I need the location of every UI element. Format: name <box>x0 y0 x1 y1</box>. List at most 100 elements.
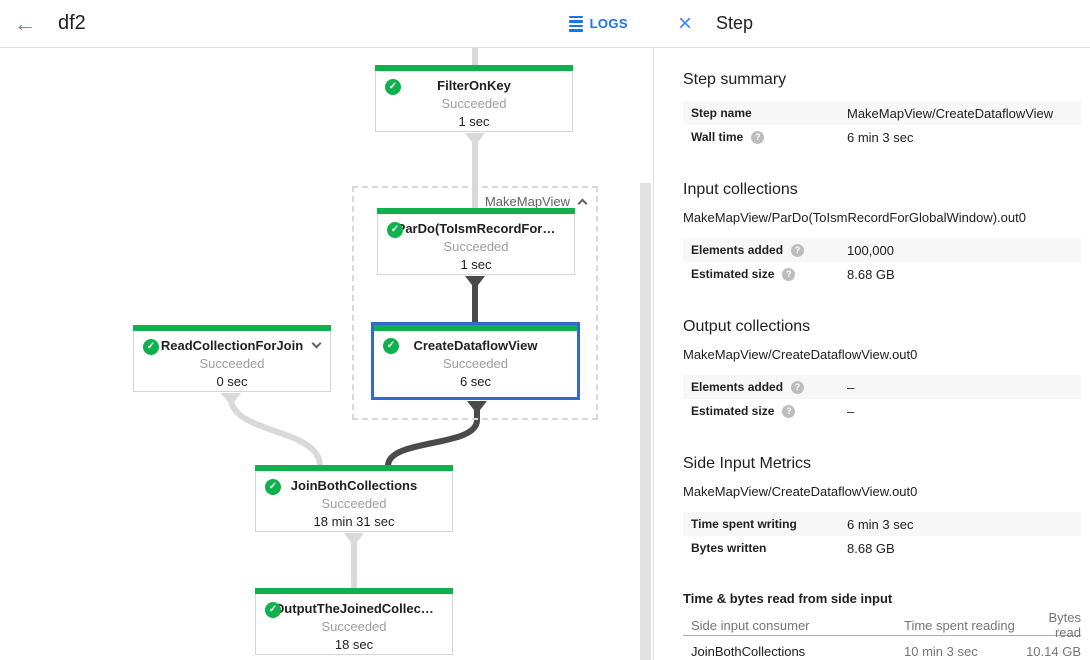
metric-row-step-name: Step name MakeMapView/CreateDataflowView <box>683 101 1081 125</box>
node-status: Succeeded <box>321 619 387 634</box>
help-icon[interactable]: ? <box>751 130 765 144</box>
time-spent-reading: 10 min 3 sec <box>904 644 978 659</box>
node-status: Succeeded <box>441 96 507 111</box>
node-title: FilterOnKey <box>437 78 511 93</box>
column-header: Side input consumer <box>691 617 810 633</box>
metric-row-elements-added: Elements added ? 100,000 <box>683 238 1081 262</box>
graph-node-outputthejoinedcollection[interactable]: ✓ OutputTheJoinedCollec… Succeeded 18 se… <box>255 588 453 655</box>
graph-node-readcollectionforjoin[interactable]: ✓ ReadCollectionForJoin Succeeded 0 sec <box>133 325 331 392</box>
metric-row-wall-time: Wall time ? 6 min 3 sec <box>683 125 1081 149</box>
close-icon[interactable]: × <box>678 9 693 37</box>
graph-node-pardo[interactable]: ✓ ParDo(ToIsmRecordFor… Succeeded 1 sec <box>377 208 575 275</box>
job-title: df2 <box>58 12 86 34</box>
metric-value: 8.68 GB <box>847 266 895 282</box>
step-details-panel: × Step Step summary Step name MakeMapVie… <box>654 0 1090 660</box>
node-status: Succeeded <box>442 356 509 371</box>
side-input-table: Side input consumer Time spent reading B… <box>683 610 1081 660</box>
node-status-bar <box>375 65 573 71</box>
graph-pane: ← df2 LOGS <box>0 0 654 660</box>
section-heading: Input collections <box>683 181 798 198</box>
section-step-summary: Step summary Step name MakeMapView/Creat… <box>683 70 1081 149</box>
succeeded-check-icon: ✓ <box>265 602 281 618</box>
graph-edges <box>221 48 487 589</box>
metric-row-time-spent-writing: Time spent writing 6 min 3 sec <box>683 512 1081 536</box>
help-icon[interactable]: ? <box>782 404 796 418</box>
node-status-bar <box>133 325 331 331</box>
metric-label: Wall time <box>691 130 744 144</box>
panel-body: Step summary Step name MakeMapView/Creat… <box>654 48 1090 660</box>
metric-row-bytes-written: Bytes written 8.68 GB <box>683 536 1081 560</box>
metric-value: 100,000 <box>847 242 894 258</box>
column-header: Bytes read <box>1048 610 1081 640</box>
metric-label: Step name <box>691 106 752 120</box>
metric-value: – <box>847 403 855 419</box>
help-icon[interactable]: ? <box>782 267 796 281</box>
logs-button[interactable]: LOGS <box>568 15 628 32</box>
section-heading: Side Input Metrics <box>683 455 812 472</box>
metric-label: Bytes written <box>691 541 767 555</box>
table-title: Time & bytes read from side input <box>683 591 893 606</box>
graph-node-joinbothcollections[interactable]: ✓ JoinBothCollections Succeeded 18 min 3… <box>255 465 453 532</box>
node-title: CreateDataflowView <box>413 338 538 353</box>
panel-header: × Step <box>654 0 1090 48</box>
node-status-bar <box>374 325 577 331</box>
help-icon[interactable]: ? <box>791 380 805 394</box>
arrowhead-filteronkey <box>465 133 485 146</box>
logs-list-icon <box>568 15 583 32</box>
column-header: Time spent reading <box>904 617 1015 633</box>
metric-value: 6 min 3 sec <box>847 129 914 145</box>
arrowhead-createdataflowview <box>467 401 487 414</box>
composite-group-makemapview: MakeMapView <box>352 186 598 420</box>
section-heading: Output collections <box>683 318 811 335</box>
edge-createdataflowview-join <box>385 406 480 467</box>
node-time: 18 sec <box>334 637 374 652</box>
collection-name: MakeMapView/CreateDataflowView.out0 <box>683 484 918 499</box>
succeeded-check-icon: ✓ <box>385 79 401 95</box>
metric-value: – <box>847 379 855 395</box>
collection-name: MakeMapView/ParDo(ToIsmRecordForGlobalWi… <box>683 210 1026 225</box>
metric-value: 8.68 GB <box>847 540 895 556</box>
metric-label: Estimated size <box>691 267 775 281</box>
metric-label: Estimated size <box>691 404 775 418</box>
succeeded-check-icon: ✓ <box>387 222 403 238</box>
metric-value: MakeMapView/CreateDataflowView <box>847 105 1054 121</box>
chevron-up-icon <box>577 198 588 209</box>
node-time: 18 min 31 sec <box>313 514 395 529</box>
succeeded-check-icon: ✓ <box>265 479 281 495</box>
arrowhead-pardo <box>465 276 485 289</box>
node-title: ParDo(ToIsmRecordFor… <box>396 221 556 236</box>
job-header: ← df2 LOGS <box>0 0 654 48</box>
pipeline-canvas: MakeMapView ✓ FilterOnKey Succeeded 1 se… <box>0 48 654 660</box>
panel-title: Step <box>716 13 754 33</box>
vertical-scrollbar[interactable] <box>640 183 651 660</box>
group-collapse-control[interactable]: MakeMapView <box>484 194 588 209</box>
node-time: 0 sec <box>216 374 248 389</box>
side-input-consumer: JoinBothCollections <box>691 644 806 659</box>
node-title: OutputTheJoinedCollec… <box>274 601 434 616</box>
section-side-input-read-table: Time & bytes read from side input Side i… <box>683 591 1081 660</box>
node-time: 1 sec <box>460 257 492 272</box>
metric-row-estimated-size: Estimated size ? – <box>683 399 1081 423</box>
arrowhead-readcollection <box>221 393 241 406</box>
node-time: 1 sec <box>458 114 490 129</box>
graph-node-filteronkey[interactable]: ✓ FilterOnKey Succeeded 1 sec <box>375 65 573 132</box>
node-title: ReadCollectionForJoin <box>160 338 304 353</box>
metric-label: Elements added <box>691 243 784 257</box>
section-heading: Step summary <box>683 71 787 88</box>
metric-row-estimated-size: Estimated size ? 8.68 GB <box>683 262 1081 286</box>
node-status-bar <box>255 465 453 471</box>
arrowhead-join <box>344 533 364 546</box>
section-input-collections: Input collections MakeMapView/ParDo(ToIs… <box>683 180 1081 286</box>
back-arrow-icon[interactable]: ← <box>14 10 36 36</box>
node-status: Succeeded <box>443 239 509 254</box>
graph-node-createdataflowview[interactable]: ✓ CreateDataflowView Succeeded 6 sec <box>371 322 580 400</box>
node-status-bar <box>255 588 453 594</box>
metric-row-elements-added: Elements added ? – <box>683 375 1081 399</box>
bytes-read: 10.14 GB <box>1026 644 1081 659</box>
group-label: MakeMapView <box>484 194 570 209</box>
help-icon[interactable]: ? <box>791 243 805 257</box>
node-status: Succeeded <box>199 356 265 371</box>
edge-readcollection-join <box>228 397 323 467</box>
section-side-input-metrics: Side Input Metrics MakeMapView/CreateDat… <box>683 454 1081 560</box>
node-title: JoinBothCollections <box>290 478 418 493</box>
